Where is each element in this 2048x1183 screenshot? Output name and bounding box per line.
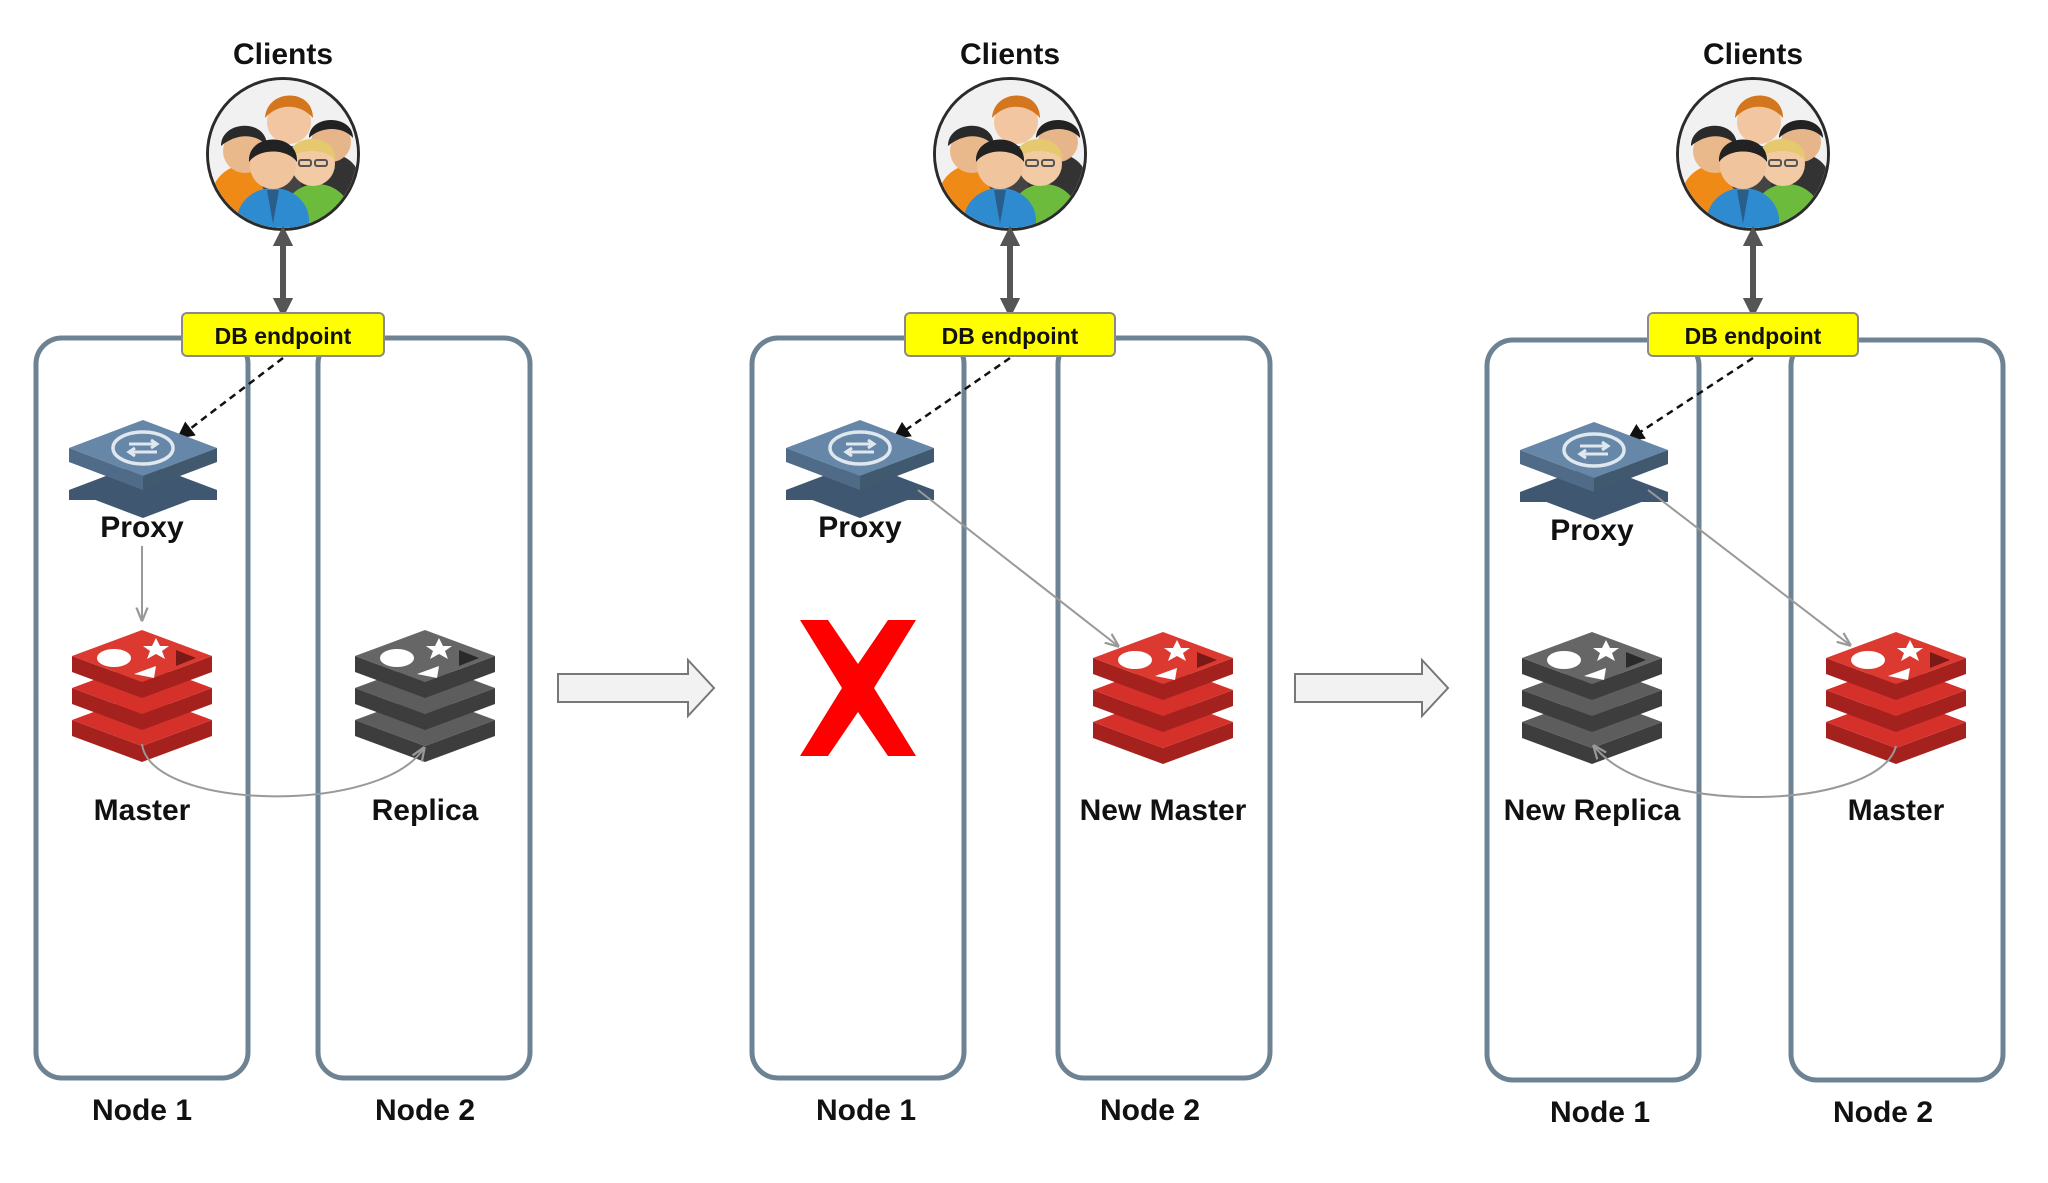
clients-label: Clients [233, 38, 333, 71]
node1-label: Node 1 [92, 1094, 192, 1127]
node1-container [749, 335, 967, 1081]
node2-role-label: New Master [1080, 794, 1247, 827]
node2-container [315, 335, 533, 1081]
redis-red-icon [1093, 632, 1233, 764]
endpoint-proxy-link [892, 356, 1011, 440]
db-endpoint-box [904, 312, 1116, 357]
transition-arrow-2 [1294, 657, 1450, 719]
db-endpoint-box [181, 312, 385, 357]
node1-label: Node 1 [1550, 1096, 1650, 1129]
clients-icon [203, 74, 363, 252]
node2-role-label: Master [1848, 794, 1945, 827]
replication-link [141, 743, 424, 798]
endpoint-proxy-link [1626, 356, 1754, 442]
transition-arrow-1 [557, 657, 716, 719]
node1-role-label: New Replica [1504, 794, 1681, 827]
proxy-new-master-link [917, 489, 1118, 646]
panel-3: Clients DB endpoint Proxy New Replica Ma… [1484, 38, 2006, 1129]
node2-container [1788, 337, 2006, 1083]
endpoint-proxy-link [176, 357, 284, 440]
clients-icon [1673, 74, 1833, 252]
db-endpoint-label: DB endpoint [942, 323, 1079, 349]
redis-red-icon [1826, 632, 1966, 764]
proxy-icon [1518, 420, 1670, 522]
replication-link [1594, 746, 1897, 798]
clients-label: Clients [960, 38, 1060, 71]
db-endpoint-label: DB endpoint [215, 323, 352, 349]
panel-2: Clients DB endpoint Proxy New Master Nod… [749, 38, 1273, 1127]
node2-label: Node 2 [1833, 1096, 1933, 1129]
node1-container [1484, 337, 1702, 1083]
node1-label: Node 1 [816, 1094, 916, 1127]
proxy-label: Proxy [100, 511, 184, 544]
proxy-icon [784, 418, 936, 520]
failed-cross-icon [800, 620, 916, 756]
node2-role-label: Replica [372, 794, 479, 827]
panel-1: Clients DB endpoint Proxy Master Replica… [33, 38, 533, 1127]
db-endpoint-box [1647, 312, 1859, 357]
clients-icon [930, 74, 1090, 252]
node2-label: Node 2 [1100, 1094, 1200, 1127]
node1-container [33, 335, 251, 1081]
proxy-master-link [1647, 489, 1850, 645]
db-endpoint-label: DB endpoint [1685, 323, 1822, 349]
node1-role-label: Master [94, 794, 191, 827]
redis-gray-icon [355, 630, 495, 762]
redis-red-icon [72, 630, 212, 762]
proxy-icon [67, 418, 219, 520]
redis-gray-icon [1522, 632, 1662, 764]
proxy-label: Proxy [1550, 514, 1634, 547]
node2-label: Node 2 [375, 1094, 475, 1127]
proxy-label: Proxy [818, 511, 902, 544]
node2-container [1055, 335, 1273, 1081]
clients-label: Clients [1703, 38, 1803, 71]
